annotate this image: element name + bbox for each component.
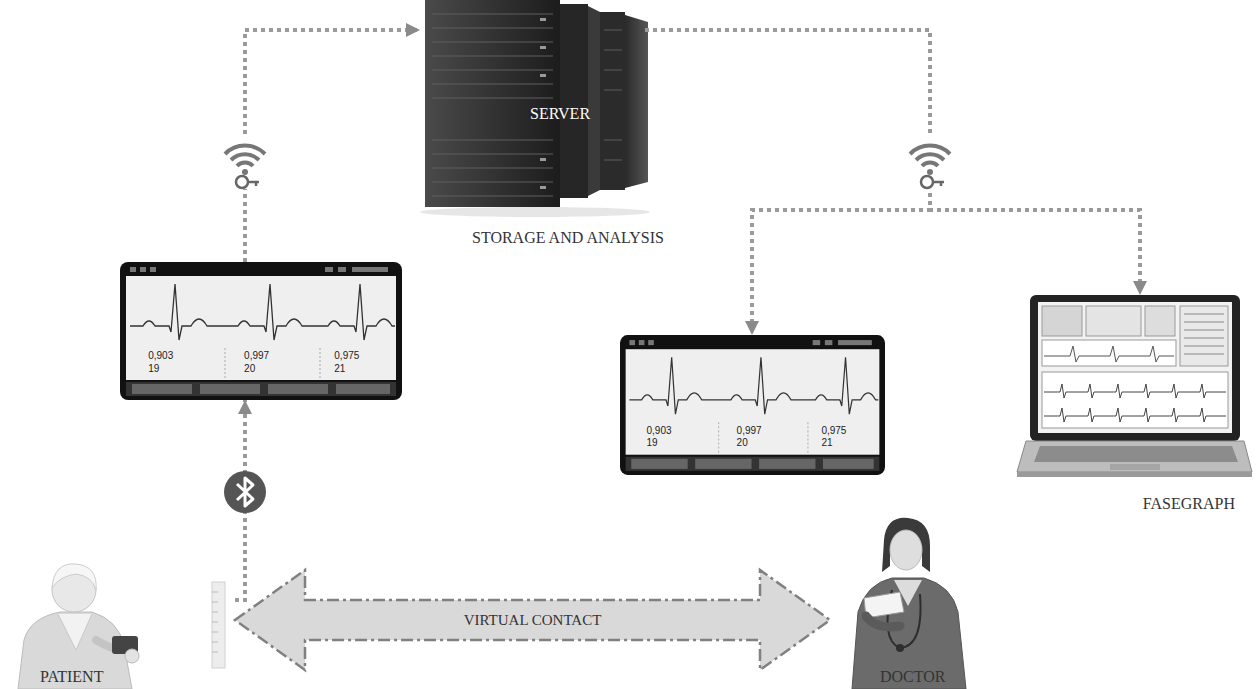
wifi-lock-icon [218, 135, 272, 189]
doctor-phone [620, 335, 885, 475]
reading-value: 0,903 [647, 425, 672, 437]
patient-node: PATIENT [0, 555, 235, 689]
doctor-node: DOCTOR [830, 515, 990, 689]
reading-value: 0,997 [737, 425, 762, 437]
reading-value: 0,903 [148, 350, 173, 362]
data-link [645, 30, 930, 335]
bluetooth-icon [224, 471, 266, 513]
node-label: FASEGRAPH [1143, 494, 1235, 513]
node-label: DOCTOR [880, 667, 946, 686]
server-node: SERVERSTORAGE AND ANALYSIS [420, 0, 645, 210]
laptop-node: FASEGRAPH [1015, 295, 1253, 515]
doctor-figure [852, 518, 966, 689]
node-label: PATIENT [40, 667, 103, 686]
patient-phone [120, 262, 402, 400]
reading-value: 19 [647, 437, 658, 449]
reading-value: 19 [148, 363, 159, 375]
doctor-phone-node: 0,90319 0,99720 0,97521 [620, 335, 885, 475]
laptop [1017, 295, 1252, 477]
reading-value: 0,975 [334, 350, 359, 362]
reading-value: 20 [244, 363, 255, 375]
reading-value: 20 [737, 437, 748, 449]
data-link [245, 30, 420, 262]
patient-figure [18, 564, 225, 689]
edge-label: VIRTUAL CONTACT [461, 611, 605, 629]
reading-value: 21 [334, 363, 345, 375]
reading-value: 0,975 [821, 425, 846, 437]
wifi-lock-icon [903, 135, 957, 189]
patient-phone-node: 0,90319 0,99720 0,97521 [120, 262, 402, 400]
reading-value: 0,997 [244, 350, 269, 362]
contact-arrow [235, 570, 830, 670]
node-label: SERVER [530, 104, 590, 123]
node-label: STORAGE AND ANALYSIS [472, 228, 664, 247]
server-racks [420, 0, 650, 217]
data-link [645, 30, 1140, 295]
reading-value: 21 [821, 437, 832, 449]
